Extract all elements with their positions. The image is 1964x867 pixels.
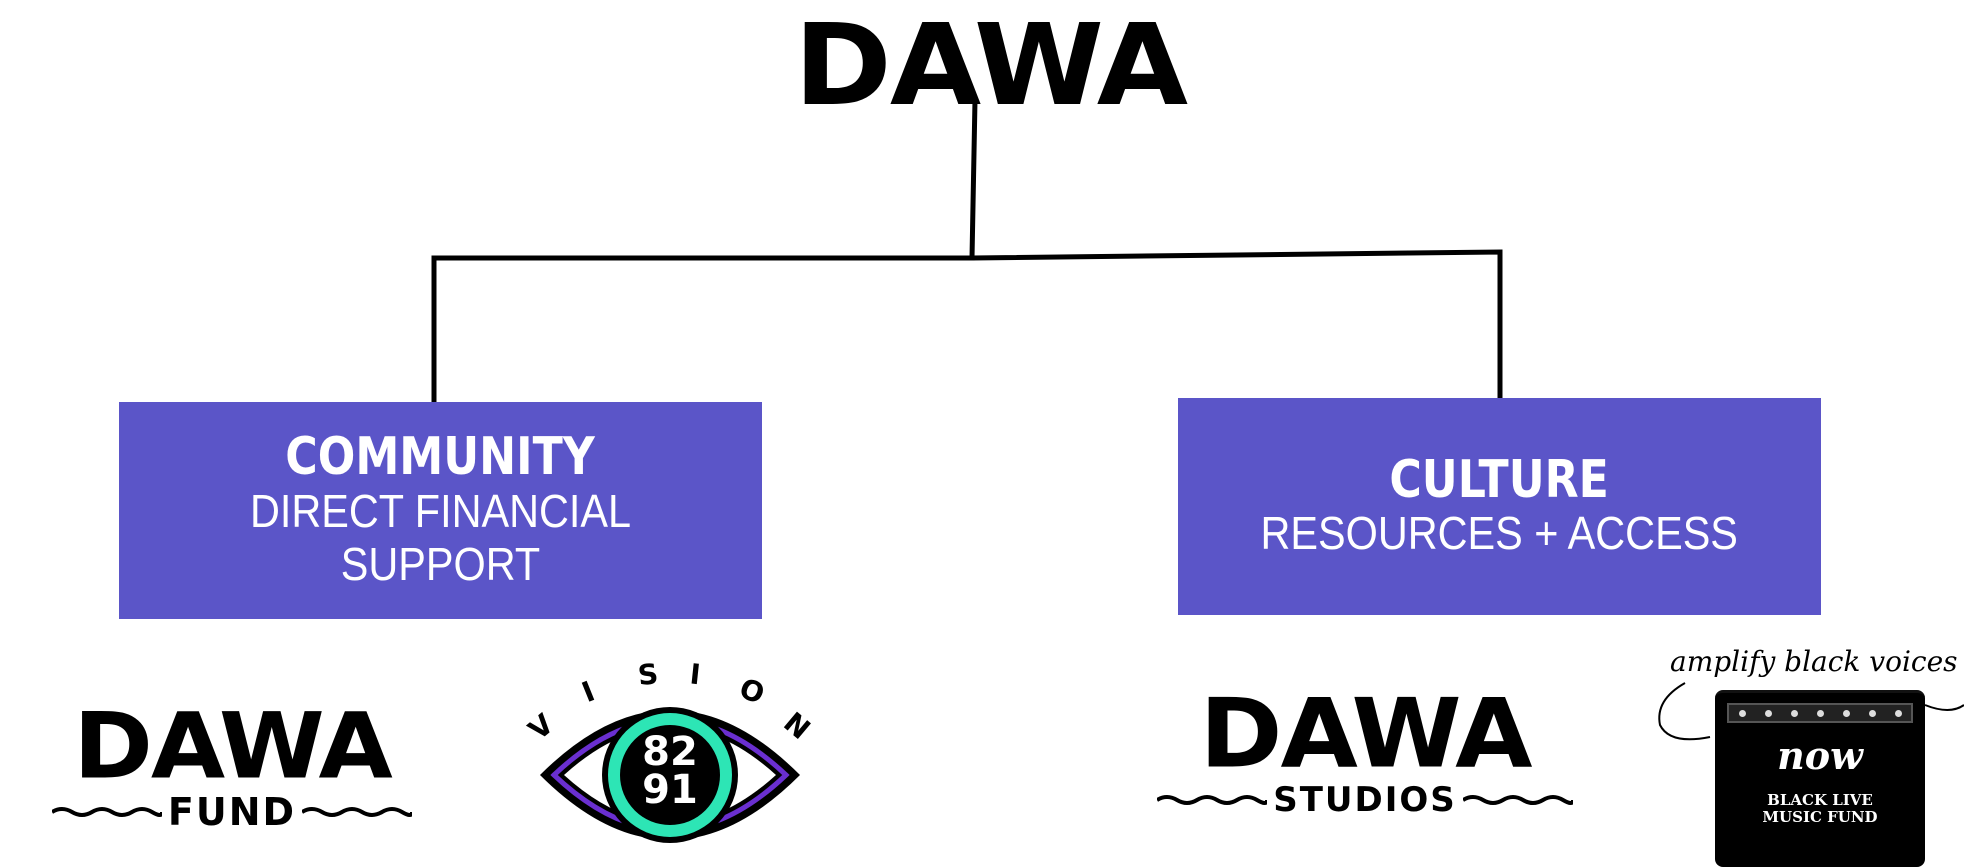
community-title: COMMUNITY <box>285 427 596 488</box>
wave-line-right <box>302 807 413 817</box>
amplifier-graphic: now BLACK LIVE MUSIC FUND <box>1715 690 1925 867</box>
wave-line-left <box>51 807 162 817</box>
amp-fund-line-2: MUSIC FUND <box>1762 807 1878 826</box>
amp-now-text: now <box>1777 733 1863 778</box>
wave-line-left <box>1157 795 1268 805</box>
vision-number-top: 82 <box>642 729 698 775</box>
amp-cable-graphic <box>1658 682 1964 741</box>
dawa-main-logo: DAWA <box>720 9 1260 121</box>
culture-title: CULTURE <box>1389 449 1610 510</box>
vision-eye-graphic <box>540 707 800 843</box>
vision-letter-3: S <box>636 656 662 693</box>
dawa-fund-main-text: DAWA <box>73 692 393 800</box>
community-box: COMMUNITY DIRECT FINANCIAL SUPPORT <box>119 402 762 619</box>
vision-number-bottom: 91 <box>642 767 698 813</box>
dawa-studios-sub-text: STUDIOS <box>1273 780 1457 820</box>
dawa-studios-main-text: DAWA <box>1199 677 1532 790</box>
dawa-studios-logo: DAWA STUDIOS <box>1145 677 1585 820</box>
community-subtitle: DIRECT FINANCIAL SUPPORT <box>249 484 632 590</box>
dawa-fund-logo: DAWA FUND <box>22 692 442 834</box>
amplify-script-text: amplify black voices <box>1670 645 1958 678</box>
black-live-music-fund-logo: amplify black voices now BLACK LIVE MUSI… <box>1650 645 1964 867</box>
amp-fund-line-1: BLACK LIVE <box>1767 791 1873 809</box>
vision-8291-logo: V I S I O N 82 91 <box>520 655 820 860</box>
dawa-main-logo-text: DAWA <box>793 0 1188 131</box>
culture-box: CULTURE RESOURCES + ACCESS <box>1178 398 1821 615</box>
culture-subtitle: RESOURCES + ACCESS <box>1260 507 1739 560</box>
dawa-fund-sub-text: FUND <box>167 790 297 834</box>
wave-line-right <box>1462 795 1573 805</box>
